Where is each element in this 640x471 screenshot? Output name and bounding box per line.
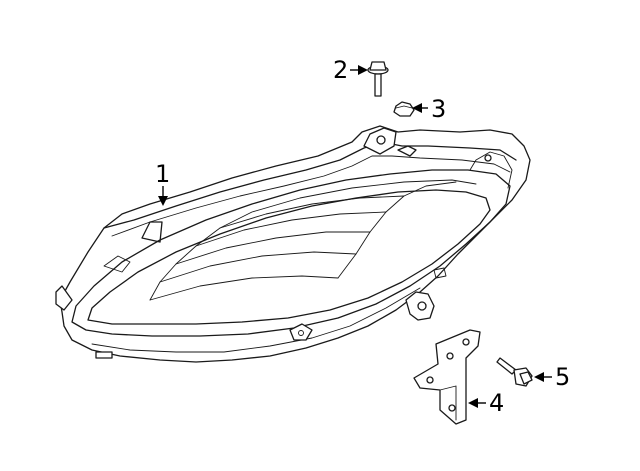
callout-label-5: 5 bbox=[555, 363, 570, 391]
headlamp-light-guide-3 bbox=[175, 231, 371, 265]
bracket-bend-line bbox=[439, 385, 457, 421]
nut[interactable] bbox=[393, 101, 415, 117]
headlamp-inner-frame-right bbox=[337, 181, 457, 279]
headlamp-inner-frame bbox=[149, 179, 477, 301]
callout-label-2: 2 bbox=[333, 56, 348, 84]
headlamp-left-bracket bbox=[141, 221, 163, 243]
headlamp-light-guide-1 bbox=[149, 275, 339, 301]
headlamp-lower-mount bbox=[405, 291, 435, 321]
headlamp-right-vent bbox=[484, 154, 492, 162]
callout-1: 1 bbox=[155, 160, 170, 206]
headlamp-bottom-tab bbox=[95, 351, 113, 359]
headlamp-light-guide-4 bbox=[195, 211, 387, 247]
callout-arrowhead-4 bbox=[468, 398, 478, 408]
headlamp-left-tab bbox=[55, 285, 73, 311]
headlamp-light-guide-5 bbox=[219, 195, 405, 229]
callout-label-1: 1 bbox=[155, 160, 170, 188]
bracket-hole-mid bbox=[446, 352, 454, 360]
headlamp-bottom-clip-hole bbox=[298, 330, 304, 336]
headlamp-lens-outer bbox=[71, 169, 511, 337]
headlamp-housing-outline bbox=[59, 125, 531, 363]
bolt[interactable] bbox=[367, 61, 389, 97]
bracket-hole-bottom bbox=[448, 404, 456, 412]
screw[interactable] bbox=[496, 357, 533, 387]
headlamp-upper-clip bbox=[397, 145, 417, 157]
screw-head bbox=[519, 371, 533, 385]
headlamp-left-detail bbox=[103, 255, 131, 273]
headlamp-side-pin bbox=[433, 267, 447, 279]
headlamp-right-edge-detail bbox=[469, 151, 513, 189]
nut-body bbox=[393, 101, 415, 117]
callout-label-4: 4 bbox=[489, 389, 504, 417]
nut-top-edge bbox=[395, 105, 413, 109]
callout-2: 2 bbox=[333, 56, 368, 84]
headlamp-lower-mount-hole bbox=[417, 301, 427, 311]
headlamp-top-mount bbox=[363, 127, 397, 155]
callout-4: 4 bbox=[468, 389, 504, 417]
mounting-bracket[interactable] bbox=[413, 329, 481, 425]
headlamp-top-ridge-inner bbox=[111, 155, 511, 237]
bracket-hole-low bbox=[426, 376, 434, 384]
bolt-head bbox=[369, 61, 387, 71]
callout-arrowhead-2 bbox=[358, 65, 368, 75]
bracket-plate bbox=[413, 329, 481, 425]
headlamp-bottom-clip bbox=[289, 323, 313, 341]
callout-arrowhead-1 bbox=[158, 196, 168, 206]
screw-shank bbox=[496, 357, 517, 375]
headlamp-assembly[interactable] bbox=[55, 125, 531, 363]
callout-label-3: 3 bbox=[431, 95, 446, 123]
callout-arrowhead-3 bbox=[412, 103, 422, 113]
bolt-shank bbox=[374, 73, 382, 97]
headlamp-bottom-edge bbox=[91, 287, 421, 353]
callout-5: 5 bbox=[534, 363, 570, 391]
bracket-hole-top bbox=[462, 338, 470, 346]
headlamp-lens-inner bbox=[87, 189, 491, 325]
headlamp-light-guide-2 bbox=[159, 251, 357, 283]
callout-arrowhead-5 bbox=[534, 372, 544, 382]
headlamp-top-mount-hole bbox=[376, 135, 386, 145]
headlamp-top-ridge bbox=[103, 141, 517, 229]
callout-3: 3 bbox=[412, 95, 446, 123]
